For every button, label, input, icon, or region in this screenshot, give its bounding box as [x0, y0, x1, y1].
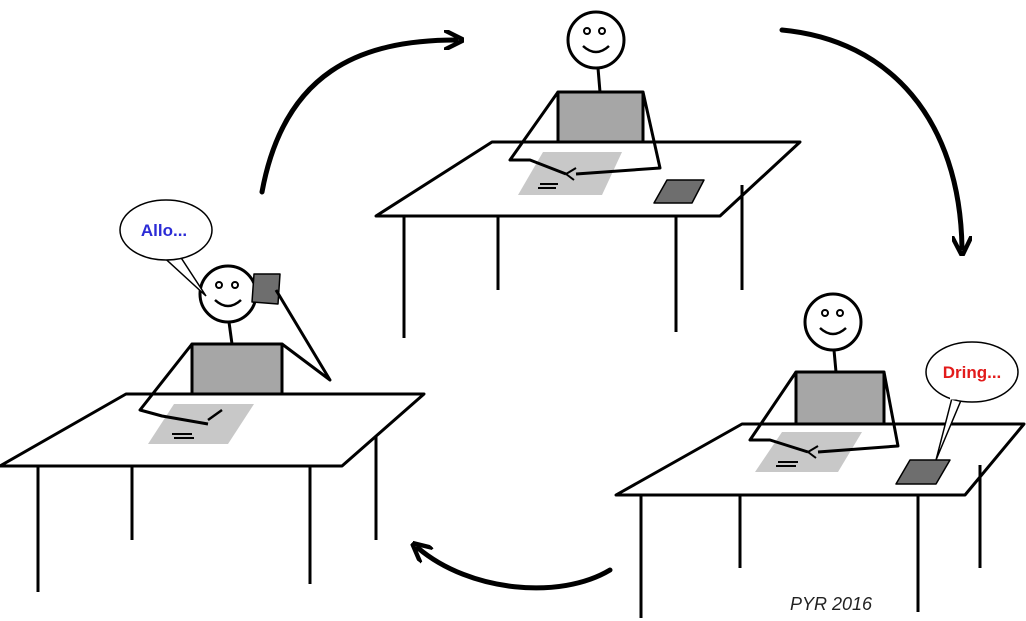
head-top — [568, 12, 624, 68]
allo-text: Allo... — [141, 221, 187, 240]
head-left — [200, 266, 256, 322]
phone-left — [252, 274, 280, 304]
figure-left-on-phone — [0, 266, 424, 592]
arrow-left-to-top — [262, 40, 456, 192]
torso-left — [192, 344, 282, 394]
figure-top-working — [376, 12, 800, 338]
arrow-right-to-left — [418, 548, 610, 588]
torso-top — [558, 92, 643, 142]
arrow-top-to-right — [782, 30, 962, 248]
head-right — [805, 294, 861, 350]
torso-right — [796, 372, 884, 424]
speech-bubble-left: Allo... — [120, 200, 212, 296]
dring-text: Dring... — [943, 363, 1002, 382]
signature: PYR 2016 — [790, 594, 873, 614]
